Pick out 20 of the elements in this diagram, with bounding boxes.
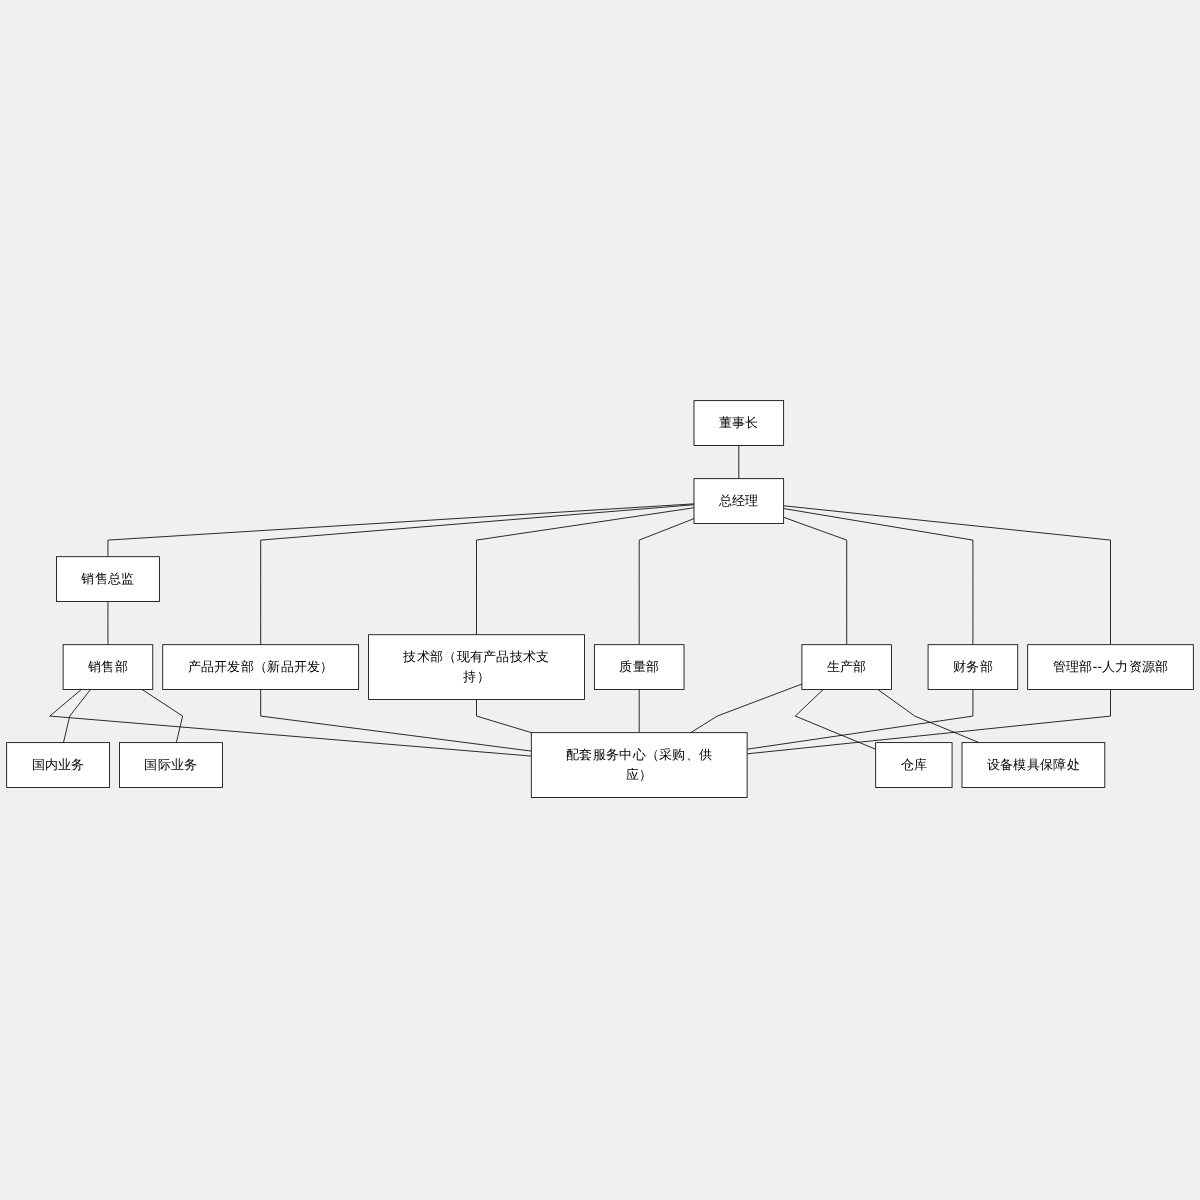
connector <box>476 508 695 637</box>
connector <box>107 504 695 559</box>
connector <box>738 446 740 481</box>
connector <box>690 684 803 735</box>
connector <box>260 505 695 647</box>
connector <box>794 690 877 751</box>
connector <box>746 690 974 751</box>
connector <box>638 519 695 647</box>
connector <box>476 700 533 735</box>
connector <box>638 690 640 735</box>
connector <box>63 690 91 744</box>
connector <box>260 690 532 753</box>
connector <box>783 517 848 647</box>
connector <box>783 509 974 647</box>
connector <box>107 602 109 647</box>
connector <box>141 690 184 744</box>
connector <box>783 506 1111 647</box>
connector <box>746 690 1111 756</box>
connector <box>877 690 980 744</box>
connector <box>49 690 532 758</box>
